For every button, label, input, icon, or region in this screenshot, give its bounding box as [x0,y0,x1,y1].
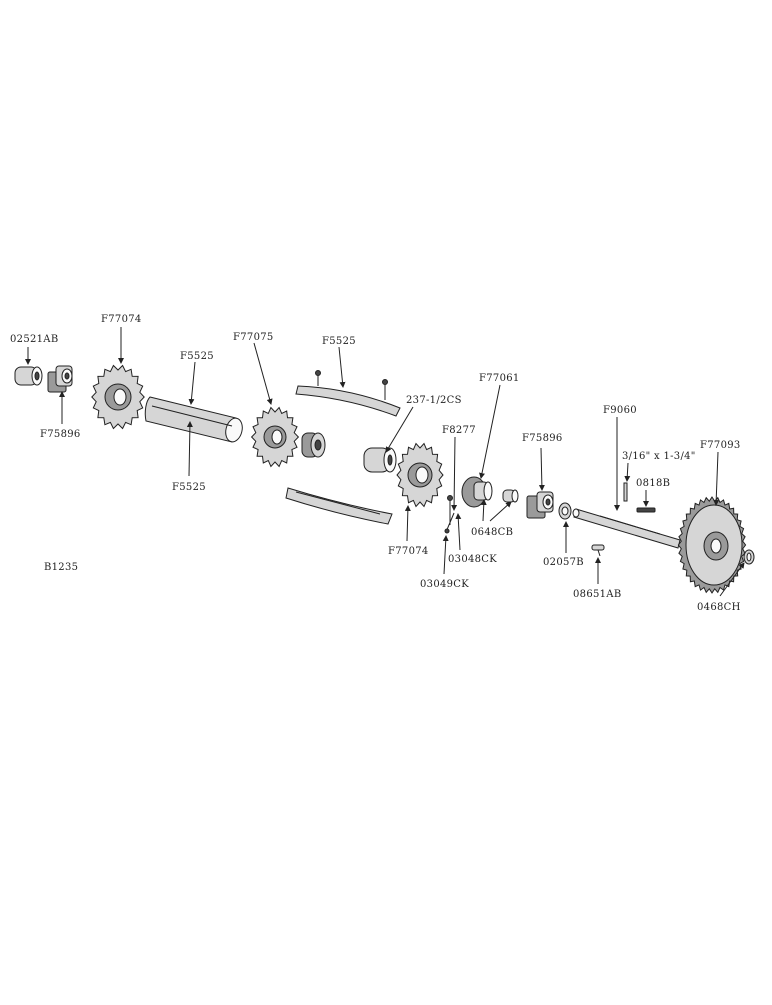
label-02521AB: 02521AB [10,334,58,345]
bearing-block-F75896-left [47,365,73,393]
sprocket-F77074-left [91,364,145,430]
bearing-block-F75896-right [526,491,554,519]
sprocket-F77093 [677,496,747,594]
washer-02057B [558,502,572,520]
part-labels: 02521AB F75896 F77074 F5525 F5525 F77075… [10,314,741,613]
label-237-1-2CS: 237-1/2CS [406,395,462,406]
tube-F5525 [144,396,243,443]
label-F5525-top: F5525 [180,351,214,362]
label-02057B: 02057B [543,557,584,568]
label-F77074-right: F77074 [388,546,429,557]
sprocket-F77074-right [396,442,444,508]
label-03048CK: 03048CK [448,554,497,565]
leader-lines [25,327,745,597]
label-F77061: F77061 [479,373,520,384]
label-F5525-shield: F5525 [322,336,356,347]
label-F77093: F77093 [700,440,741,451]
label-F77074-left: F77074 [101,314,142,325]
bushing-02521AB [14,366,43,386]
label-08651AB: 08651AB [573,589,621,600]
label-F9060: F9060 [603,405,637,416]
label-0818B: 0818B [636,478,670,489]
key-08651AB [591,544,605,557]
label-F75896-left: F75896 [40,429,81,440]
shield-bottom-F5525 [285,487,393,525]
label-pin-size: 3/16" x 1-3/4" [622,451,696,462]
label-F75896-right: F75896 [522,433,563,444]
ring-0468CH [743,549,755,565]
label-0468CH: 0468CH [697,602,741,613]
sprocket-F77075 [250,406,300,468]
label-0648CB: 0648CB [471,527,513,538]
shaft-F9060 [572,508,681,549]
hub-F77061 [444,476,493,534]
label-F8277: F8277 [442,425,476,436]
collar [301,432,326,458]
diagram-code: B1235 [44,562,78,573]
bushing-237 [363,447,397,473]
shield-top-F5525 [295,370,401,417]
label-03049CK: 03049CK [420,579,469,590]
key-0818B [623,482,656,513]
label-F77075: F77075 [233,332,274,343]
bushing-0648CB [502,489,519,503]
label-F5525-bottom: F5525 [172,482,206,493]
